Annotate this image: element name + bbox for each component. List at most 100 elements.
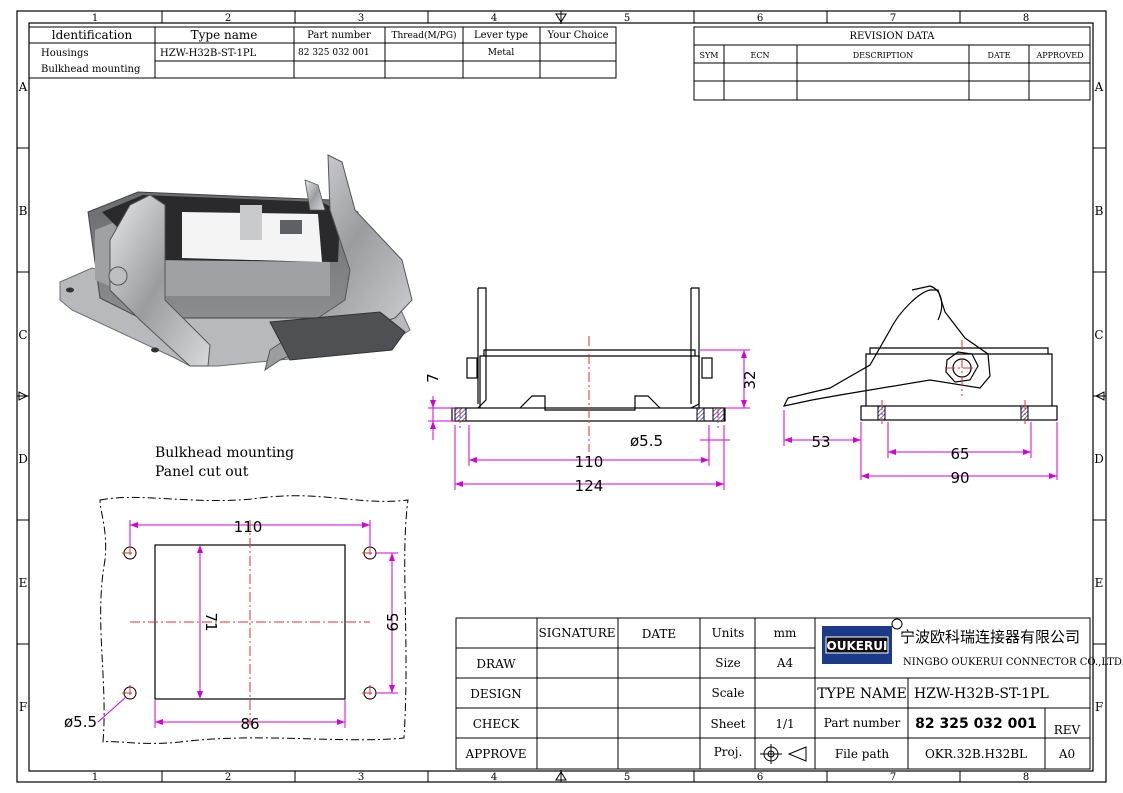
side-view-centerline <box>881 340 1026 424</box>
cutout-caption-1: Bulkhead mounting <box>155 445 294 461</box>
dim-lever: 53 <box>811 433 830 451</box>
side-view-hatch <box>877 405 1029 421</box>
row-label: C <box>18 328 27 342</box>
front-view-centerline <box>459 336 719 452</box>
col-label: 3 <box>358 13 364 24</box>
tb-type-name-value: HZW-H32B-ST-1PL <box>914 686 1049 702</box>
dim-pitch-front: 110 <box>575 453 604 471</box>
ident-cell: Housings <box>41 48 89 59</box>
row-label: D <box>18 452 28 466</box>
column-labels: 1 2 3 4 5 6 7 8 1 2 3 4 5 6 7 8 <box>92 13 1029 783</box>
company-name-en: NINGBO OUKERUI CONNECTOR CO.,LTD. <box>903 657 1123 668</box>
dim-pitch-side: 65 <box>950 445 969 463</box>
tb-rev-label: REV <box>1054 723 1081 737</box>
revision-header: DESCRIPTION <box>853 51 913 60</box>
revision-title: REVISION DATA <box>850 31 936 42</box>
tb-sheet-value: 1/1 <box>775 717 794 731</box>
col-label: 6 <box>757 13 763 24</box>
ident-cell: 82 325 032 001 <box>298 48 370 58</box>
tb-size-value: A4 <box>776 656 794 670</box>
col-label: 1 <box>92 772 98 783</box>
ident-cell: HZW-H32B-ST-1PL <box>160 48 257 59</box>
company-logo: OUKERUI <box>822 618 903 664</box>
row-labels: A B C D E F A B C D E F <box>18 80 1104 714</box>
tb-path-label: File path <box>835 747 890 761</box>
ident-header: Thread(M/PG) <box>391 30 456 41</box>
tb-type-name-label: TYPE NAME <box>817 686 907 702</box>
dim-height: 7 <box>424 373 442 383</box>
row-label: E <box>1095 576 1104 590</box>
dim-width-front: 124 <box>575 477 604 495</box>
row-label: A <box>18 80 28 94</box>
dim-cutout-hole: ø5.5 <box>64 713 97 731</box>
dim-depth: 32 <box>741 370 759 389</box>
dim-cutout-width: 86 <box>240 715 259 733</box>
dim-width-side: 90 <box>950 469 969 487</box>
projection-symbol-icon <box>760 744 807 764</box>
col-label: 5 <box>624 772 630 783</box>
ident-cell: Bulkhead mounting <box>41 64 141 75</box>
ident-cell: Metal <box>488 48 515 58</box>
row-label: E <box>19 576 28 590</box>
col-label: 5 <box>624 13 630 24</box>
revision-header: DATE <box>988 51 1011 60</box>
ident-header: ldentification <box>52 28 133 42</box>
col-label: 2 <box>225 772 231 783</box>
ident-header: Part number <box>307 30 371 41</box>
col-label: 8 <box>1023 772 1029 783</box>
tb-units-label: Units <box>712 626 745 640</box>
col-label: 4 <box>491 13 497 24</box>
revision-table: REVISION DATA SYM ECN DESCRIPTION DATE A… <box>693 26 1091 101</box>
dim-cutout-pitch-y: 65 <box>384 612 402 631</box>
col-label: 8 <box>1023 13 1029 24</box>
ident-header: Lever type <box>474 30 528 41</box>
tb-scale-label: Scale <box>711 686 744 700</box>
cutout-dimension-lines <box>97 520 398 728</box>
row-label: C <box>1094 328 1103 342</box>
svg-text:OUKERUI: OUKERUI <box>827 639 888 653</box>
tb-row-draw: DRAW <box>476 657 516 671</box>
ident-header: Your Choice <box>547 30 609 41</box>
row-label: F <box>19 700 27 714</box>
col-label: 3 <box>358 772 364 783</box>
tb-row-check: CHECK <box>473 717 521 731</box>
tb-sheet-label: Sheet <box>711 717 746 731</box>
cutout-caption-2: Panel cut out <box>155 464 249 480</box>
revision-header: SYM <box>700 51 719 60</box>
dim-cutout-pitch-x: 110 <box>234 518 263 536</box>
tb-row-design: DESIGN <box>470 687 521 701</box>
tb-size-label: Size <box>715 656 740 670</box>
row-label: B <box>19 204 28 218</box>
sheet-border <box>16 10 1107 783</box>
tb-proj-label: Proj. <box>714 745 743 759</box>
side-view <box>782 285 1058 421</box>
tb-units-value: mm <box>774 626 797 640</box>
dim-cutout-height: 71 <box>202 612 220 631</box>
tb-part-value: 82 325 032 001 <box>915 716 1037 732</box>
tb-part-label: Part number <box>824 716 901 730</box>
revision-header: APPROVED <box>1035 51 1083 60</box>
col-label: 2 <box>225 13 231 24</box>
tb-signature: SIGNATURE <box>539 626 616 640</box>
tb-rev-value: A0 <box>1058 747 1075 761</box>
product-photo <box>59 154 413 372</box>
cutout-dimension-arrows <box>130 522 395 725</box>
cutout-centerlines <box>122 520 378 725</box>
tb-path-value: OKR.32B.H32BL <box>925 747 1027 761</box>
title-block: SIGNATURE DATE DRAW DESIGN CHECK APPROVE… <box>455 617 1123 770</box>
row-label: A <box>1094 80 1104 94</box>
tb-date: DATE <box>642 627 676 641</box>
col-label: 6 <box>757 772 763 783</box>
identification-table: ldentification Type name Part number Thr… <box>28 26 617 79</box>
ident-header: Type name <box>191 28 258 42</box>
row-label: B <box>1095 204 1104 218</box>
company-name-cn: 宁波欧科瑞连接器有限公司 <box>900 628 1080 646</box>
row-label: D <box>1094 452 1104 466</box>
revision-header: ECN <box>751 51 770 60</box>
col-label: 7 <box>890 13 896 24</box>
col-label: 4 <box>491 772 497 783</box>
row-label: F <box>1095 700 1103 714</box>
dimension-arrows <box>430 350 1057 487</box>
col-label: 1 <box>92 13 98 24</box>
